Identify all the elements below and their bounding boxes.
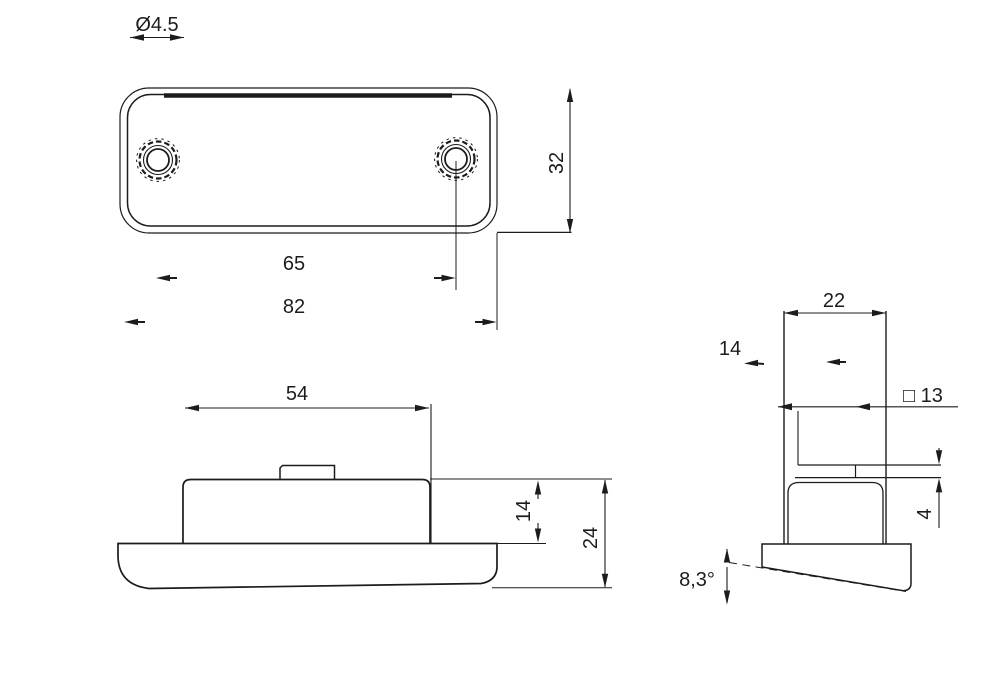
dimension-offset-14: 14 xyxy=(719,338,846,367)
mounting-hole-left xyxy=(136,138,180,182)
end-view-body xyxy=(787,481,884,544)
dimension-body-width-54: 54 xyxy=(185,383,429,412)
dimension-hole-diameter: Ø4.5 xyxy=(130,14,184,41)
dim-label-overall-width: 82 xyxy=(283,296,305,318)
dim-label-body-height: 14 xyxy=(513,500,535,522)
dimension-base-angle: 8,3° xyxy=(679,548,731,605)
dimension-height-32: 32 xyxy=(546,88,574,233)
dim-label-body-width: 54 xyxy=(286,383,308,405)
side-view: 54 14 24 xyxy=(117,383,612,590)
dimension-square-13: □ 13 xyxy=(778,385,958,411)
side-view-base xyxy=(117,542,498,590)
top-view-inner-outline xyxy=(126,93,491,227)
dimension-nub-height-4: 4 xyxy=(914,448,943,528)
slope-construction-line xyxy=(728,562,907,592)
side-view-body xyxy=(182,478,431,543)
dim-label-nub-height: 4 xyxy=(914,508,936,519)
dim-label-hole-spacing: 65 xyxy=(283,253,305,275)
dimension-total-height-24: 24 xyxy=(580,479,609,588)
dimension-hole-spacing-65: 65 xyxy=(156,253,456,282)
dimension-width-22: 22 xyxy=(784,290,886,317)
dimension-overall-width-82: 82 xyxy=(124,296,497,326)
dim-label-total-height: 24 xyxy=(580,527,602,549)
top-view-outer-outline xyxy=(119,87,498,234)
dimension-body-height-14: 14 xyxy=(513,480,542,543)
dim-label-height: 32 xyxy=(546,152,568,174)
dim-label-square: □ 13 xyxy=(903,385,943,407)
top-view: Ø4.5 32 65 82 xyxy=(119,14,574,330)
side-view-nub xyxy=(279,464,336,479)
dim-label-base-angle: 8,3° xyxy=(679,569,715,591)
end-view-base xyxy=(761,543,912,592)
end-view: 14 22 □ 13 xyxy=(679,290,958,605)
dim-label-offset: 14 xyxy=(719,338,741,360)
dim-label-hole-diameter: Ø4.5 xyxy=(135,14,178,36)
dim-label-width: 22 xyxy=(823,290,845,312)
